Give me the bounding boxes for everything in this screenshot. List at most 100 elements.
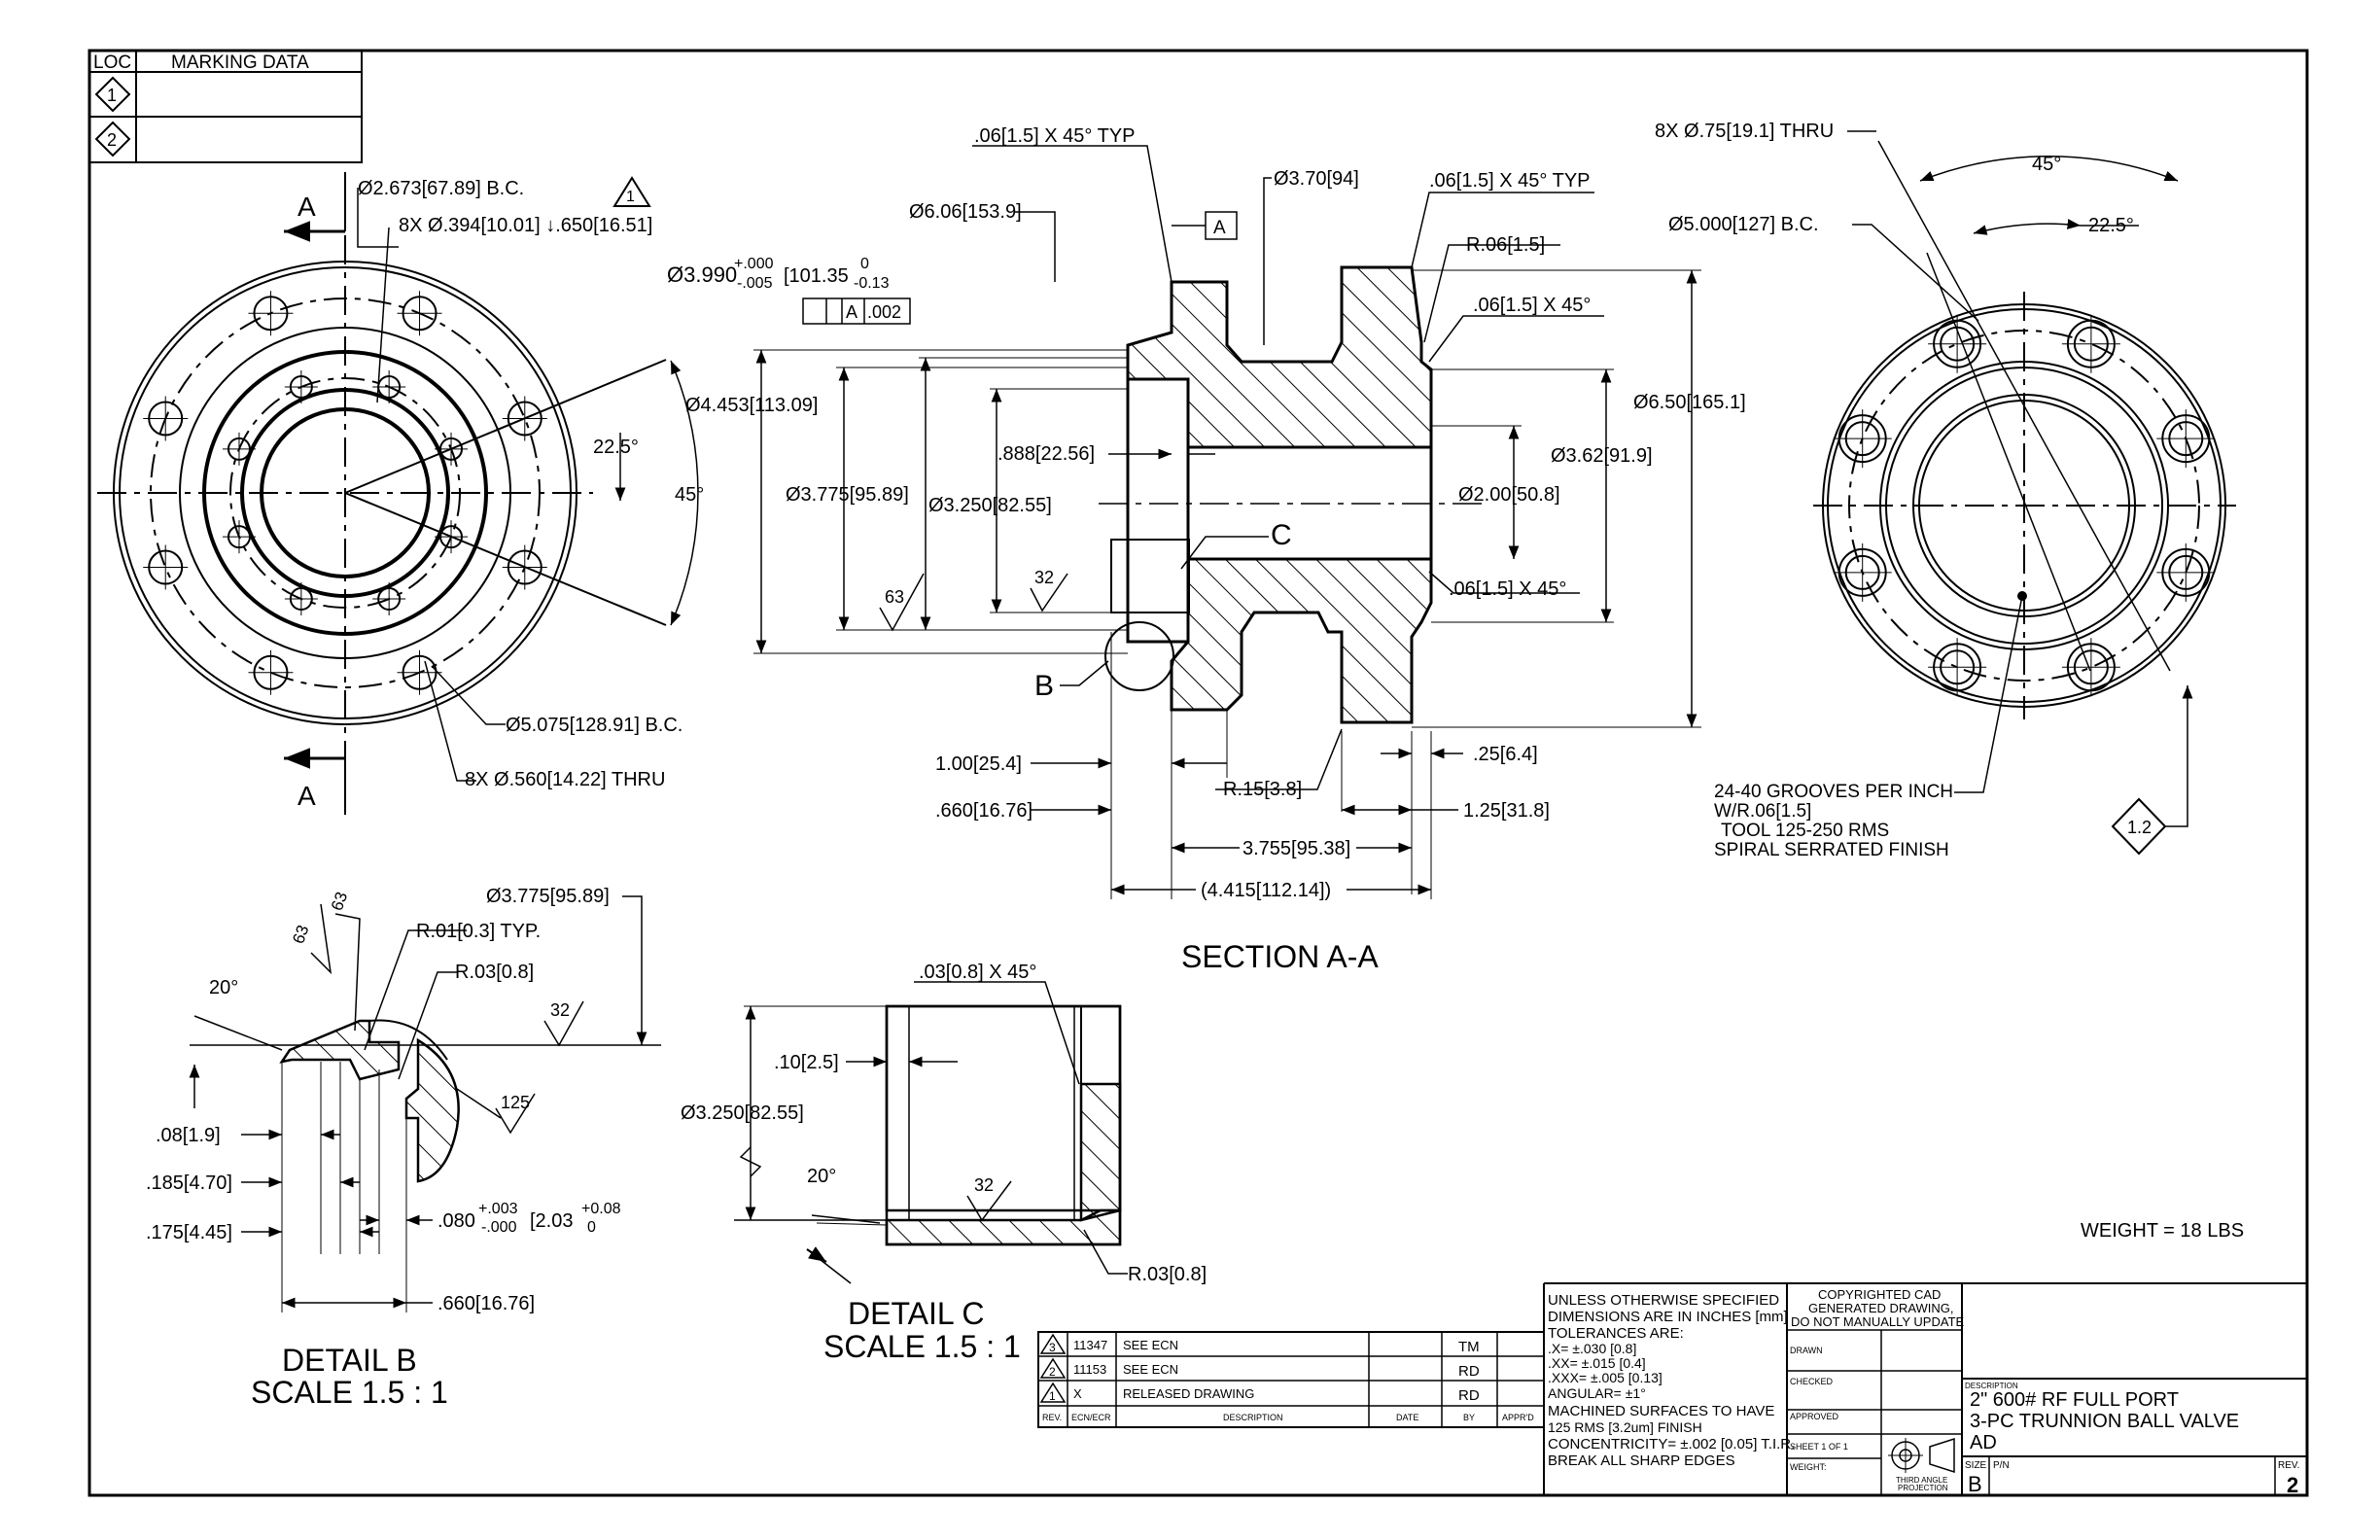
section-letter-bottom: A [298, 781, 316, 811]
tol-line-10: CONCENTRICITY= ±.002 [0.05] T.I.R. [1548, 1436, 1795, 1452]
angle-22-label: 22.5° [593, 437, 639, 458]
copyright-3: DO NOT MANUALLY UPDATE [1791, 1314, 1965, 1329]
rev-value: 2 [2287, 1473, 2298, 1497]
detail-b-dim-080-mm-minus: 0 [587, 1219, 596, 1236]
label-c: C [1271, 519, 1292, 551]
dia-3775: Ø3.775[95.89] [786, 484, 909, 506]
tolerance-block: UNLESS OTHERWISE SPECIFIED DIMENSIONS AR… [1543, 1282, 2307, 1495]
rev-label: REV. [2278, 1460, 2299, 1471]
description-label: DESCRIPTION [1965, 1382, 2018, 1390]
detail-b-finish-125: 125 [501, 1093, 530, 1112]
dia-3250: Ø3.250[82.55] [928, 495, 1052, 516]
dia-606: Ø6.06[153.9] [909, 201, 1022, 223]
third-angle-projection-icon [1888, 1437, 1955, 1474]
flag-note-1: 1 [626, 189, 635, 205]
dim-125: 1.25[31.8] [1463, 800, 1550, 822]
weight-label: WEIGHT: [1790, 1462, 1827, 1472]
holes-large-label: 8X Ø.560[14.22] THRU [465, 769, 665, 790]
dia-370: Ø3.70[94] [1274, 168, 1359, 190]
rev-header-by: BY [1463, 1413, 1475, 1422]
bolt-hole-right-centerline [2156, 542, 2216, 602]
rev-header-rev: REV. [1042, 1413, 1062, 1422]
detail-b-dim-080: .080 [438, 1210, 475, 1232]
description-line-3: AD [1970, 1432, 1997, 1453]
dia-650: Ø6.50[165.1] [1633, 392, 1746, 413]
section-body-hatch [1126, 265, 1433, 449]
small-hole-centerline [372, 582, 406, 616]
tol-line-4: .X= ±.030 [0.8] [1548, 1341, 1636, 1356]
dim-100: 1.00[25.4] [935, 753, 1022, 775]
detail-b-dim-660: .660[16.76] [438, 1293, 535, 1314]
projection-1: THIRD ANGLE [1896, 1476, 1947, 1485]
marking-header-loc: LOC [93, 52, 131, 73]
dia-3990-main: Ø3.990 [667, 262, 737, 287]
size-value: B [1968, 1472, 1982, 1496]
groove-note-1: 24-40 GROOVES PER INCH [1714, 782, 1953, 802]
right-bolt-holes [1833, 314, 2216, 697]
marking-data-table: LOC MARKING DATA 1 2 [88, 50, 363, 163]
detail-c-title: DETAIL C [848, 1296, 984, 1331]
small-hole-centerline [222, 520, 256, 554]
datum-a: A [1213, 218, 1226, 238]
bolt-hole-right-centerline [2156, 409, 2216, 469]
dim-660: .660[16.76] [935, 800, 1032, 822]
rev-flag-2: 2 [1049, 1365, 1056, 1379]
bolt-hole-centerline [502, 396, 547, 441]
detail-b-dim-080-mm-plus: +0.08 [581, 1201, 621, 1217]
right-view-annotations: 8X Ø.75[19.1] THRU Ø5.000[127] B.C. 45° … [1655, 121, 2193, 860]
dia-3990-mm-plus: 0 [860, 256, 869, 272]
rev-desc-1: RELEASED DRAWING [1123, 1386, 1254, 1401]
dia-3990-mm-minus: -0.13 [854, 275, 890, 292]
holes-small-label: 8X Ø.394[10.01] ↓.650[16.51] [399, 215, 652, 236]
bolt-hole-right-centerline [1928, 638, 1987, 697]
detail-b-dia-3775: Ø3.775[95.89] [486, 886, 610, 907]
dia-4453: Ø4.453[113.09] [685, 395, 818, 416]
rev-header-desc: DESCRIPTION [1223, 1413, 1283, 1422]
bolt-hole-right-inner [2168, 421, 2204, 457]
right-angle-22: 22.5° [2088, 215, 2134, 236]
left-small-holes [222, 369, 469, 616]
rev-header-ecn: ECN/ECR [1071, 1413, 1111, 1422]
detail-b-dim-185: .185[4.70] [146, 1172, 232, 1194]
tol-line-2: DIMENSIONS ARE IN INCHES [mm] [1548, 1309, 1788, 1325]
bolt-hole-right-inner [2073, 649, 2109, 685]
finish-63: 63 [885, 587, 904, 607]
right-angle-45: 45° [2032, 154, 2061, 175]
rev-flag-1: 1 [1049, 1389, 1056, 1403]
bolt-hole-right-inner [1844, 554, 1880, 590]
dim-888: .888[22.56] [998, 443, 1095, 465]
sheet-label: SHEET 1 OF 1 [1790, 1442, 1848, 1452]
rev-flag-3: 3 [1049, 1341, 1056, 1354]
detail-b-radius-01: R.01[0.3] TYP. [416, 921, 541, 942]
detail-b-dim-080-plus: +.003 [478, 1201, 518, 1217]
fcf-tolerance: .002 [867, 302, 901, 322]
bolt-hole-centerline [248, 291, 294, 336]
groove-note-3: TOOL 125-250 RMS [1721, 821, 1889, 841]
bolt-hole-centerline [397, 649, 442, 695]
drawn-label: DRAWN [1790, 1346, 1823, 1355]
tol-line-11: BREAK ALL SHARP EDGES [1548, 1452, 1735, 1469]
description-line-1: 2" 600# RF FULL PORT [1970, 1389, 2179, 1411]
bolt-hole-right-centerline [1928, 314, 1987, 373]
detail-c-chamfer: .03[0.8] X 45° [919, 962, 1036, 983]
right-end-view [1813, 140, 2236, 719]
small-hole-centerline [284, 369, 318, 403]
rev-desc-3: SEE ECN [1123, 1338, 1178, 1352]
bolt-hole-right-inner [2073, 326, 2109, 362]
chamfer-bottom: .06[1.5] X 45° [1449, 578, 1566, 600]
tol-line-7: ANGULAR= ±1° [1548, 1385, 1646, 1401]
detail-b-dim-080-minus: -.000 [481, 1219, 517, 1236]
copyright-1: COPYRIGHTED CAD [1818, 1287, 1941, 1302]
rev-ecn-3: 11347 [1073, 1338, 1107, 1352]
label-b: B [1034, 670, 1054, 702]
bolt-hole-centerline [502, 544, 547, 590]
dia-362: Ø3.62[91.9] [1551, 445, 1653, 467]
bolt-hole-right-centerline [1833, 542, 1892, 602]
bolt-hole-right-inner [1844, 421, 1880, 457]
dia-3990-mm: [101.35 [784, 265, 849, 287]
detail-c-radius-03: R.03[0.8] [1128, 1264, 1207, 1285]
bolt-hole-right-inner [2168, 554, 2204, 590]
rev-header-appd: APPR'D [1502, 1413, 1534, 1422]
weight-note: WEIGHT = 18 LBS [2081, 1220, 2244, 1242]
